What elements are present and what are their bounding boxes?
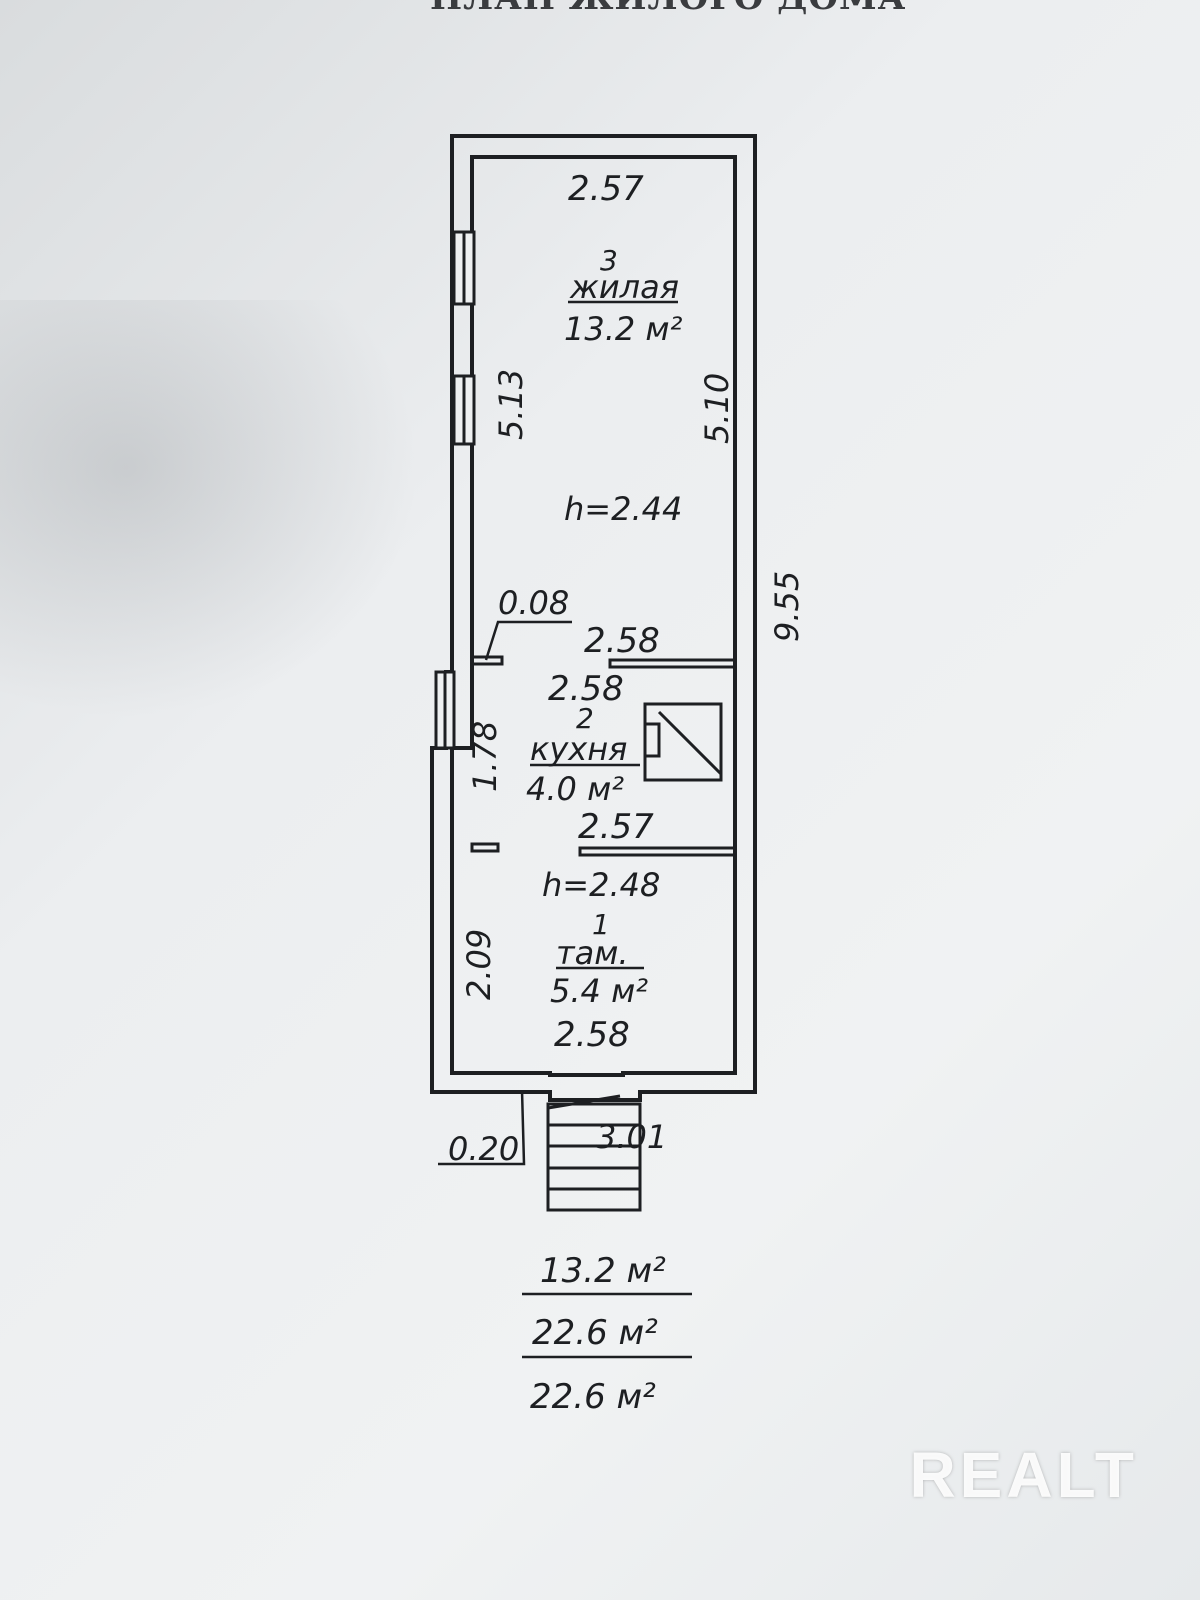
room3-height: h=2.44 <box>564 490 682 528</box>
room1-number: 1 <box>592 908 610 941</box>
dim-room2-bottom-width: 2.57 <box>578 807 654 847</box>
room3-area: 13.2 м² <box>564 310 683 348</box>
windows <box>434 230 476 750</box>
total-living-area: 13.2 м² <box>540 1251 666 1291</box>
header-title-fragment: ПЛАН ЖИЛОГО ДОМА <box>430 0 990 18</box>
area-fraction-lines <box>522 1292 692 1359</box>
dim-room2-top-width-a: 2.58 <box>584 621 660 661</box>
room2-area: 4.0 м² <box>526 770 624 808</box>
room3-number: 3 <box>600 244 618 277</box>
room2-name: кухня <box>530 730 627 768</box>
dim-room1-bottom-width: 2.58 <box>554 1015 630 1055</box>
partition-2-left <box>470 842 500 853</box>
room1-area: 5.4 м² <box>550 972 648 1010</box>
dim-overall-length: 9.55 <box>768 571 806 642</box>
dim-room3-top-width: 2.57 <box>568 169 644 209</box>
inner-wall <box>450 155 737 1077</box>
dim-porch-width: 3.01 <box>596 1118 667 1156</box>
dim-room1-left-length: 2.09 <box>460 929 498 1000</box>
partition-2-right <box>578 846 737 857</box>
dim-partition-thickness: 0.08 <box>498 584 569 622</box>
room1-name: там. <box>556 934 629 972</box>
porch-steps <box>546 1094 642 1212</box>
room2-number: 2 <box>576 702 594 735</box>
dim-room2-left-length: 1.78 <box>466 721 504 792</box>
dim-room3-right-length: 5.10 <box>698 373 736 444</box>
partition-1-right <box>608 658 737 669</box>
realt-watermark-logo: REALT <box>909 1439 1138 1511</box>
room1-height: h=2.48 <box>542 866 660 904</box>
dim-room3-left-length: 5.13 <box>492 369 530 440</box>
stove-icon <box>643 702 723 782</box>
paper-shadow <box>0 300 420 720</box>
room3-name: жилая <box>569 268 679 306</box>
total-area: 22.6 м² <box>532 1313 658 1353</box>
dim-wall-thickness: 0.20 <box>448 1130 519 1168</box>
total-overall-area: 22.6 м² <box>530 1377 656 1417</box>
dim-room2-top-width-b: 2.58 <box>548 669 624 709</box>
